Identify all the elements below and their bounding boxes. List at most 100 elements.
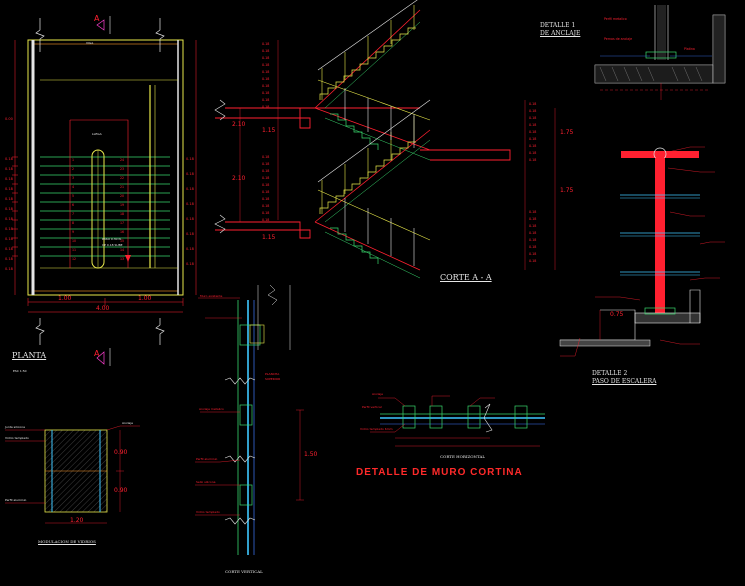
svg-text:0.18: 0.18: [262, 162, 269, 166]
svg-text:0.18: 0.18: [262, 91, 269, 95]
detalle-2-paso-view: [559, 146, 725, 357]
svg-text:0.18: 0.18: [529, 259, 536, 263]
svg-text:Perfil aluminio: Perfil aluminio: [5, 498, 27, 502]
svg-text:LLEGA: LLEGA: [92, 132, 103, 136]
modulacion-vidrios-view: Junta silicona Vidrio templado Perfil al…: [4, 421, 140, 524]
modulacion-title: MODULACION DE VIDRIOS: [38, 539, 96, 544]
svg-text:0.18: 0.18: [262, 218, 269, 222]
svg-text:0.18: 0.18: [529, 151, 536, 155]
svg-text:Junta silicona: Junta silicona: [4, 425, 25, 429]
svg-text:23: 23: [120, 167, 124, 171]
svg-text:8: 8: [72, 221, 74, 225]
svg-text:0.18: 0.18: [529, 210, 536, 214]
corte-vertical-dim: 1.50: [304, 451, 318, 458]
svg-text:0.18: 0.18: [262, 56, 269, 60]
svg-text:0.18: 0.18: [262, 63, 269, 67]
svg-text:Pernos de anclaje: Pernos de anclaje: [604, 37, 632, 41]
svg-text:0.18: 0.18: [529, 102, 536, 106]
svg-text:Perfil aluminio: Perfil aluminio: [196, 457, 218, 461]
detalle-1-title: DETALLE 1: [540, 22, 576, 29]
svg-text:Anclaje metalico: Anclaje metalico: [199, 407, 224, 411]
svg-text:0.18: 0.18: [262, 155, 269, 159]
svg-text:0.18: 0.18: [186, 157, 194, 161]
svg-text:0.18: 0.18: [262, 98, 269, 102]
svg-text:0.18: 0.18: [262, 190, 269, 194]
corte-dim-right-b: 1.75: [560, 187, 574, 194]
corte-aa-view: 0.18 0.18 0.18 0.18 0.18 0.18 0.18 0.18 0.18 0.…: [214, 0, 556, 279]
svg-text:24: 24: [120, 158, 124, 162]
modulacion-dim-width: 1.20: [70, 517, 84, 524]
svg-text:0.18: 0.18: [262, 77, 269, 81]
svg-text:12: 12: [72, 257, 76, 261]
svg-text:0.18: 0.18: [262, 169, 269, 173]
svg-text:2: 2: [72, 167, 74, 171]
svg-text:0.18: 0.18: [262, 176, 269, 180]
svg-text:15: 15: [120, 239, 124, 243]
svg-text:17: 17: [120, 221, 124, 225]
svg-text:0.18: 0.18: [529, 137, 536, 141]
svg-text:Vidrio templado 6mm: Vidrio templado 6mm: [360, 427, 393, 431]
svg-text:0.18: 0.18: [5, 167, 13, 171]
svg-text:0.18: 0.18: [5, 267, 13, 271]
svg-text:21: 21: [120, 185, 124, 189]
detalle-2-dim: 0.75: [610, 311, 624, 318]
corte-vertical-view: Muro existente Anclaje metalico Perfil a…: [195, 284, 304, 555]
section-marker-top: A: [94, 14, 100, 23]
svg-text:0.18: 0.18: [262, 183, 269, 187]
svg-text:0.18: 0.18: [529, 231, 536, 235]
svg-text:0.18: 0.18: [186, 217, 194, 221]
corte-dim-landing-a: 1.15: [262, 127, 276, 134]
modulacion-dim-h2: 0.90: [114, 487, 128, 494]
corte-horizontal-view: Anclaje Perfil vertical Vidrio templado …: [360, 392, 545, 447]
svg-text:Sello silicona: Sello silicona: [196, 480, 216, 484]
svg-text:0.18: 0.18: [186, 232, 194, 236]
planta-dim-total: 4.00: [96, 305, 110, 312]
corte-dim-left-a: 2.10: [232, 121, 246, 128]
svg-text:13: 13: [120, 257, 124, 261]
svg-text:3: 3: [72, 176, 74, 180]
svg-text:0.18: 0.18: [529, 252, 536, 256]
detalle-2-subtitle: PASO DE ESCALERA: [592, 378, 657, 385]
svg-text:Perfil metalico: Perfil metalico: [604, 17, 627, 21]
svg-text:0.18: 0.18: [529, 116, 536, 120]
detalle-1-subtitle: DE ANCLAJE: [540, 30, 581, 37]
detalle-1-anclaje-view: Perfil metalico Pernos de anclaje Platin…: [594, 5, 726, 100]
svg-text:19: 19: [120, 203, 124, 207]
svg-text:14: 14: [120, 248, 124, 252]
svg-text:0.18: 0.18: [186, 172, 194, 176]
corte-horizontal-title: CORTE HORIZONTAL: [440, 454, 486, 459]
svg-text:Muro existente: Muro existente: [200, 294, 223, 298]
svg-text:6: 6: [72, 203, 74, 207]
svg-text:0.18: 0.18: [5, 217, 13, 221]
svg-text:Anclaje: Anclaje: [122, 421, 133, 425]
svg-text:0.18: 0.18: [262, 197, 269, 201]
svg-text:0.18: 0.18: [186, 187, 194, 191]
svg-text:0.00: 0.00: [5, 117, 13, 121]
svg-text:10: 10: [72, 239, 76, 243]
corte-aa-title: CORTE A - A: [440, 273, 492, 282]
corte-dim-left-b: 2.10: [232, 175, 246, 182]
svg-text:Anclaje: Anclaje: [372, 392, 383, 396]
svg-text:0.18: 0.18: [5, 247, 13, 251]
svg-text:ESC 1:50: ESC 1:50: [13, 369, 27, 373]
corte-dim-right-a: 1.75: [560, 129, 574, 136]
svg-text:0.18: 0.18: [186, 202, 194, 206]
muro-cortina-title: DETALLE DE MURO CORTINA: [356, 467, 523, 478]
svg-text:0.18: 0.18: [529, 109, 536, 113]
svg-text:0.18: 0.18: [529, 130, 536, 134]
svg-text:0.18: 0.18: [529, 158, 536, 162]
section-marker-bottom: A: [94, 349, 100, 358]
svg-text:22: 22: [120, 176, 124, 180]
svg-text:Vidrio templado: Vidrio templado: [196, 510, 220, 514]
corte-vertical-title: CORTE VERTICAL: [225, 569, 263, 574]
svg-text:0.18: 0.18: [5, 187, 13, 191]
svg-text:0.18: 0.18: [186, 247, 194, 251]
svg-text:11: 11: [72, 248, 76, 252]
planta-dim-bottom-right: 1.00: [138, 295, 152, 302]
detalle-2-title: DETALLE 2: [592, 370, 628, 377]
svg-text:Vidrio templado: Vidrio templado: [5, 436, 29, 440]
svg-text:9: 9: [72, 230, 74, 234]
svg-text:0.18: 0.18: [5, 177, 13, 181]
svg-text:0.18: 0.18: [262, 211, 269, 215]
